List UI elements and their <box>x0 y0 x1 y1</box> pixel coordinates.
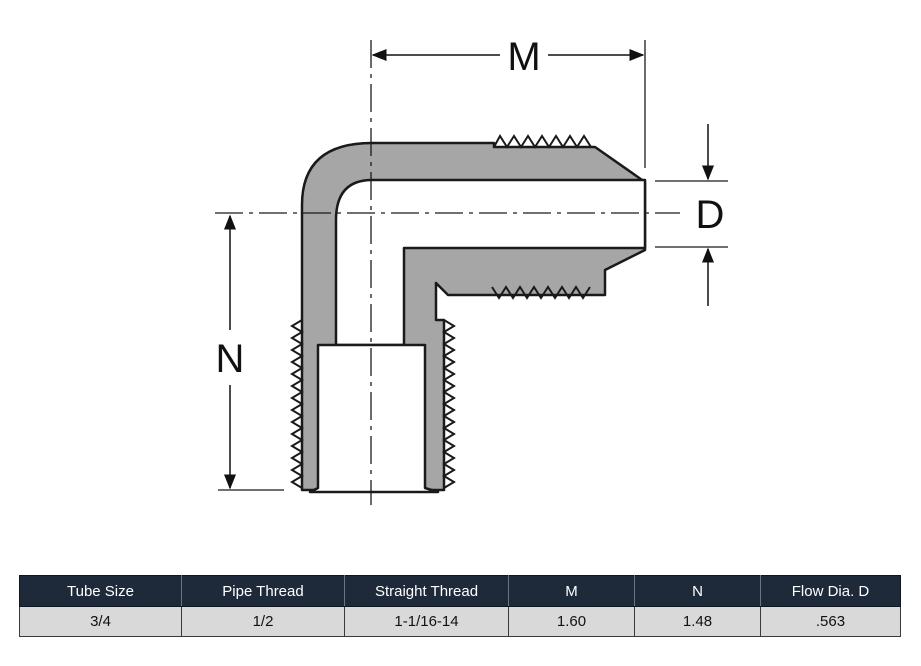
header-n: N <box>634 575 761 607</box>
cell-tube-size: 3/4 <box>19 606 182 637</box>
top-thread <box>493 134 592 149</box>
cell-pipe-thread: 1/2 <box>181 606 345 637</box>
bottom-thread <box>491 285 591 300</box>
flow-bore <box>334 178 647 347</box>
header-tube-size: Tube Size <box>19 575 182 607</box>
cell-flow-dia: .563 <box>760 606 901 637</box>
left-pipe-thread <box>290 319 304 489</box>
table-row: 3/4 1/2 1-1/16-14 1.60 1.48 .563 <box>19 606 901 637</box>
spec-table: Tube Size Pipe Thread Straight Thread M … <box>19 575 901 637</box>
m-label: M <box>507 35 540 79</box>
cell-straight-thread: 1-1/16-14 <box>344 606 509 637</box>
table-header-row: Tube Size Pipe Thread Straight Thread M … <box>19 575 901 607</box>
elbow-fitting-diagram: M N D <box>215 35 728 505</box>
header-m: M <box>508 575 635 607</box>
right-pipe-thread <box>442 319 456 489</box>
d-label: D <box>696 193 725 237</box>
cell-m: 1.60 <box>508 606 635 637</box>
n-label: N <box>216 337 245 381</box>
cell-n: 1.48 <box>634 606 761 637</box>
header-flow-dia: Flow Dia. D <box>760 575 901 607</box>
header-straight-thread: Straight Thread <box>344 575 509 607</box>
header-pipe-thread: Pipe Thread <box>181 575 345 607</box>
pipe-port <box>308 343 440 494</box>
